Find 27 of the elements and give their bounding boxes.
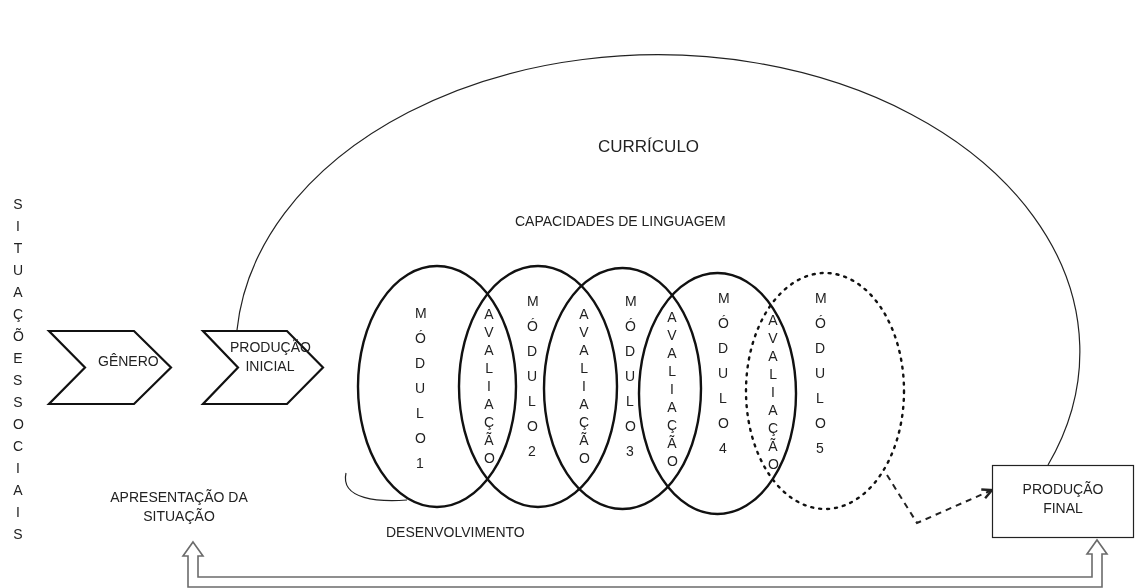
module-label: MÓDULO 1 xyxy=(414,304,426,473)
module-ellipse xyxy=(543,267,702,510)
text-label: CAPACIDADES DE LINGUAGEM xyxy=(515,213,726,229)
process-box xyxy=(992,465,1134,538)
vertical-label: AVALIAÇÃO xyxy=(484,305,495,467)
node-label: GÊNERO xyxy=(98,352,158,371)
module-label: MÓDULO 4 xyxy=(717,289,729,458)
module-ellipse xyxy=(638,272,797,515)
chevron-shape xyxy=(202,330,323,405)
node-label: APRESENTAÇÃO DA SITUAÇÃO xyxy=(109,488,249,526)
arrow xyxy=(886,474,994,525)
vertical-label: AVALIAÇÃO xyxy=(768,311,779,473)
vertical-label: AVALIAÇÃO xyxy=(579,305,590,467)
module-ellipse xyxy=(458,265,618,508)
vertical-label: AVALIAÇÃO xyxy=(667,308,678,470)
node-label: PRODUÇÃO FINAL xyxy=(1021,480,1105,518)
text-label: CURRÍCULO xyxy=(598,137,700,157)
module-label: MÓDULO 2 xyxy=(526,292,538,461)
module-ellipse xyxy=(745,272,905,510)
module-ellipse xyxy=(357,265,517,508)
module-label: MÓDULO 3 xyxy=(624,292,636,461)
double-arrow xyxy=(181,538,1109,588)
chevron-shape xyxy=(48,330,171,405)
vertical-label: SITUAÇÕES SOCIAIS xyxy=(13,195,24,544)
text-label: DESENVOLVIMENTO xyxy=(386,524,525,540)
module-label: MÓDULO 5 xyxy=(814,289,826,458)
connector-arc xyxy=(236,54,1081,466)
